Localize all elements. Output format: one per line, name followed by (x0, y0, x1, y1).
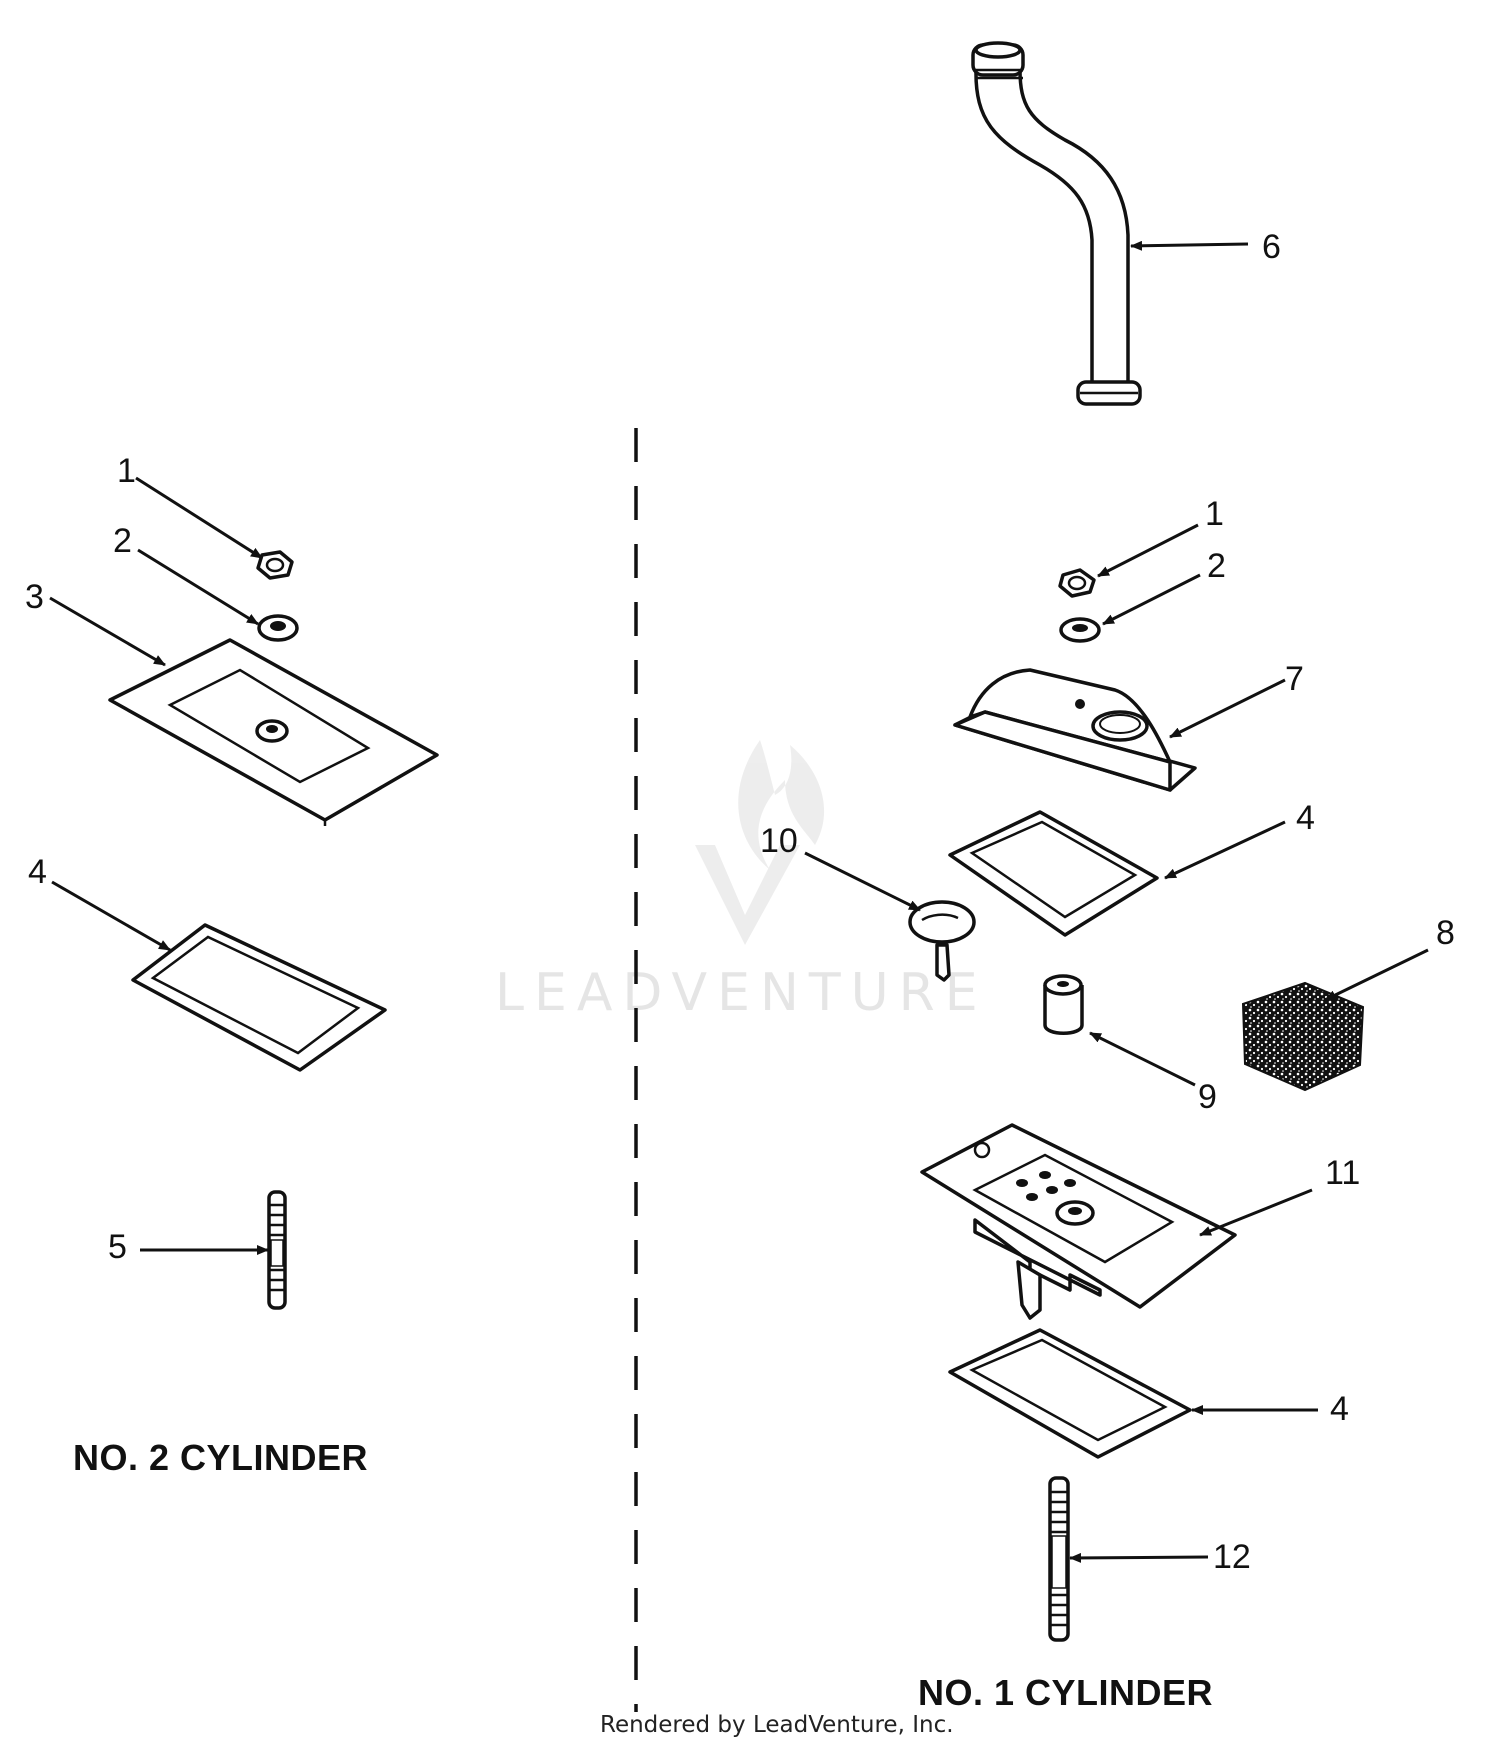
stud-left (267, 1190, 287, 1310)
washer-right (1059, 617, 1101, 643)
callout-4-right-lower: 4 (1330, 1390, 1349, 1428)
callout-2-right: 2 (1207, 547, 1226, 585)
footer-credit: Rendered by LeadVenture, Inc. (600, 1712, 954, 1738)
callout-3-left: 3 (25, 578, 44, 616)
breather-tube (971, 41, 1142, 406)
v-logo-icon (695, 845, 800, 945)
leader-line-2-right (1102, 573, 1201, 626)
base-plate (920, 1123, 1237, 1320)
leader-line-9 (1089, 1031, 1196, 1087)
callout-7: 7 (1285, 660, 1304, 698)
leader-line-8 (1324, 948, 1429, 1002)
stud-right (1048, 1476, 1070, 1642)
hex-nut-right (1058, 568, 1096, 598)
leader-line-11 (1199, 1188, 1313, 1237)
washer-left (257, 614, 299, 642)
cover-plate-left (108, 638, 439, 826)
callout-4-left: 4 (28, 853, 47, 891)
spacer-bushing (1043, 974, 1084, 1035)
valve-cover (953, 668, 1197, 792)
callout-11: 11 (1325, 1154, 1360, 1192)
no2-cylinder-title: NO. 2 CYLINDER (73, 1437, 368, 1478)
callout-2-left: 2 (113, 522, 132, 560)
callout-10: 10 (760, 822, 798, 860)
filter-foam (1241, 981, 1365, 1092)
gasket-left (131, 923, 387, 1072)
leader-line-4-left (51, 880, 171, 952)
reed-valve (908, 900, 976, 982)
watermark: LEADVENTURE (495, 740, 988, 1023)
flame-logo-icon (738, 740, 825, 870)
no1-cylinder-title: NO. 1 CYLINDER (918, 1672, 1213, 1713)
leader-line-12 (1069, 1552, 1209, 1563)
leader-line-4-right-upper (1164, 820, 1286, 880)
leader-line-6 (1130, 240, 1249, 251)
hex-nut-left (256, 550, 294, 580)
leader-line-1-left (135, 476, 263, 560)
watermark-text: LEADVENTURE (495, 963, 988, 1023)
callout-9: 9 (1198, 1078, 1217, 1116)
leader-line-1-right (1097, 523, 1199, 578)
leader-line-10 (804, 851, 921, 912)
callout-1-right: 1 (1205, 495, 1224, 533)
callout-4-right-upper: 4 (1296, 799, 1315, 837)
callout-12: 12 (1213, 1538, 1251, 1576)
callout-1-left: 1 (117, 452, 136, 490)
callout-6: 6 (1262, 228, 1281, 266)
gasket-right-lower (948, 1328, 1192, 1459)
callout-8: 8 (1436, 914, 1455, 952)
leader-line-2-left (137, 548, 259, 626)
leader-line-7 (1169, 678, 1286, 739)
leader-line-3-left (49, 596, 166, 667)
callout-5-left: 5 (108, 1228, 127, 1266)
gasket-right-upper (948, 810, 1159, 937)
